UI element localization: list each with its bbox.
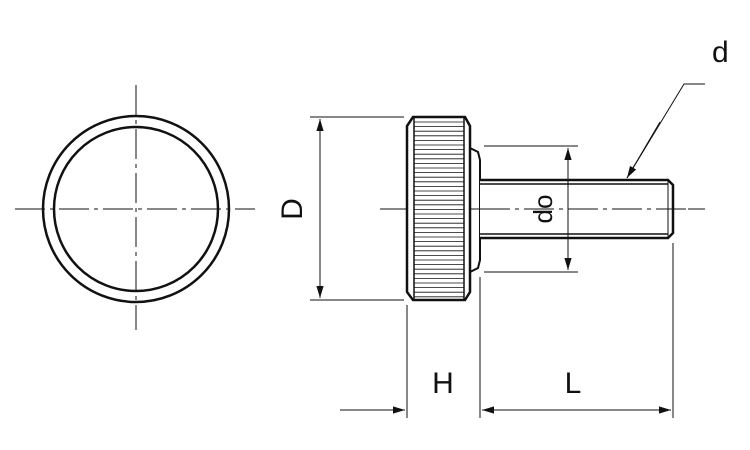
label-do: do — [528, 195, 558, 224]
label-L: L — [565, 367, 582, 400]
side-view — [380, 115, 705, 302]
dimensions — [310, 83, 705, 418]
label-d: d — [712, 36, 729, 69]
end-view — [15, 85, 255, 330]
label-H: H — [432, 367, 454, 400]
knurling — [413, 118, 465, 299]
label-D: D — [276, 198, 309, 220]
